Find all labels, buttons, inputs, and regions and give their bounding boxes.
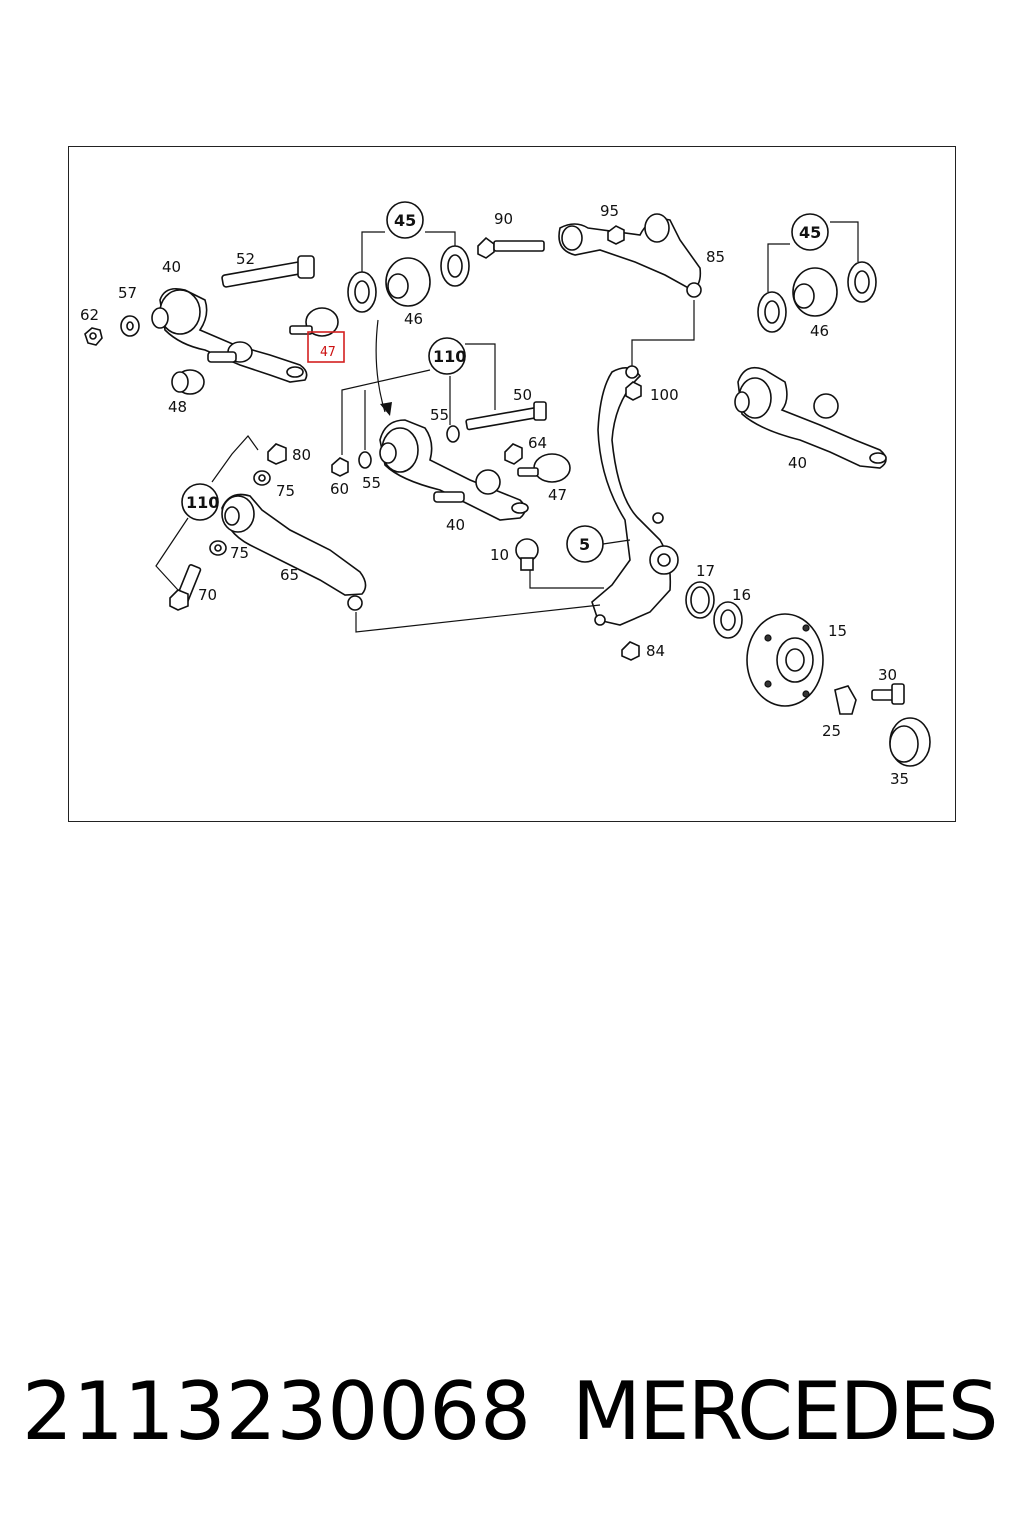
callout-40-center: 40 bbox=[446, 516, 465, 534]
upper-arm-85 bbox=[558, 213, 702, 298]
nut-100 bbox=[625, 381, 642, 401]
callout-50: 50 bbox=[513, 386, 532, 404]
callout-65: 65 bbox=[280, 566, 299, 584]
callout-16: 16 bbox=[732, 586, 751, 604]
steering-knuckle bbox=[591, 365, 679, 626]
bearing-16 bbox=[713, 601, 743, 639]
nut-80 bbox=[267, 443, 287, 465]
nut-95 bbox=[607, 225, 625, 245]
ball-joint-47-highlighted bbox=[289, 307, 339, 337]
washer-55a bbox=[446, 425, 460, 443]
callout-46-right: 46 bbox=[810, 322, 829, 340]
callout-45-right: 45 bbox=[799, 223, 821, 242]
callout-75-upper: 75 bbox=[276, 482, 295, 500]
diagram-frame bbox=[68, 146, 956, 822]
control-arm-40-left bbox=[151, 287, 308, 383]
wheel-hub-15 bbox=[746, 613, 824, 707]
callout-64: 64 bbox=[528, 434, 547, 452]
callout-47-center: 47 bbox=[548, 486, 567, 504]
callout-84: 84 bbox=[646, 642, 665, 660]
callout-40-left: 40 bbox=[162, 258, 181, 276]
callout-46-center: 46 bbox=[404, 310, 423, 328]
dust-cap-35 bbox=[889, 717, 931, 767]
washer-75b bbox=[209, 540, 227, 556]
callout-5: 5 bbox=[579, 535, 590, 554]
ball-joint-10 bbox=[515, 538, 539, 571]
callout-75-lower: 75 bbox=[230, 544, 249, 562]
bolt-30 bbox=[871, 683, 905, 705]
callout-40-right: 40 bbox=[788, 454, 807, 472]
brand-name: MERCEDES bbox=[572, 1365, 999, 1458]
callout-35: 35 bbox=[890, 770, 909, 788]
callout-52: 52 bbox=[236, 250, 255, 268]
control-arm-40-right bbox=[734, 366, 887, 469]
callout-55-upper: 55 bbox=[430, 406, 449, 424]
control-arm-65 bbox=[221, 493, 367, 611]
bushing-set-45-center bbox=[347, 245, 470, 313]
callout-15: 15 bbox=[828, 622, 847, 640]
callout-60: 60 bbox=[330, 480, 349, 498]
washer-75a bbox=[253, 470, 271, 486]
bushing-48 bbox=[171, 369, 205, 395]
bushing-set-45-right bbox=[757, 261, 877, 333]
callout-80: 80 bbox=[292, 446, 311, 464]
washer-57 bbox=[120, 315, 140, 337]
callout-48: 48 bbox=[168, 398, 187, 416]
callout-70: 70 bbox=[198, 586, 217, 604]
control-arm-40-center bbox=[379, 419, 529, 521]
part-number: 2113230068 bbox=[22, 1365, 531, 1458]
bolt-90 bbox=[477, 236, 545, 259]
callout-55-lower: 55 bbox=[362, 474, 381, 492]
callout-110-left: 110 bbox=[186, 493, 219, 512]
bolt-52 bbox=[221, 255, 315, 288]
callout-90: 90 bbox=[494, 210, 513, 228]
callout-30: 30 bbox=[878, 666, 897, 684]
callout-85: 85 bbox=[706, 248, 725, 266]
highlight-box-47 bbox=[307, 331, 345, 363]
ball-joint-47-center bbox=[517, 453, 571, 483]
callout-17: 17 bbox=[696, 562, 715, 580]
nut-64 bbox=[504, 443, 523, 465]
callout-62: 62 bbox=[80, 306, 99, 324]
callout-25: 25 bbox=[822, 722, 841, 740]
sensor-25 bbox=[834, 685, 857, 715]
nut-60 bbox=[331, 457, 349, 477]
bolt-70 bbox=[169, 564, 202, 611]
callout-110-center: 110 bbox=[433, 347, 466, 366]
callout-57: 57 bbox=[118, 284, 137, 302]
nut-62 bbox=[84, 327, 103, 346]
washer-55b bbox=[358, 451, 372, 469]
callout-45-center: 45 bbox=[394, 211, 416, 230]
nut-84 bbox=[621, 641, 640, 661]
bolt-50 bbox=[465, 401, 547, 431]
callout-47-highlighted: 47 bbox=[320, 345, 336, 360]
seal-ring-17 bbox=[685, 581, 715, 619]
callout-100: 100 bbox=[650, 386, 679, 404]
callout-95: 95 bbox=[600, 202, 619, 220]
callout-10: 10 bbox=[490, 546, 509, 564]
